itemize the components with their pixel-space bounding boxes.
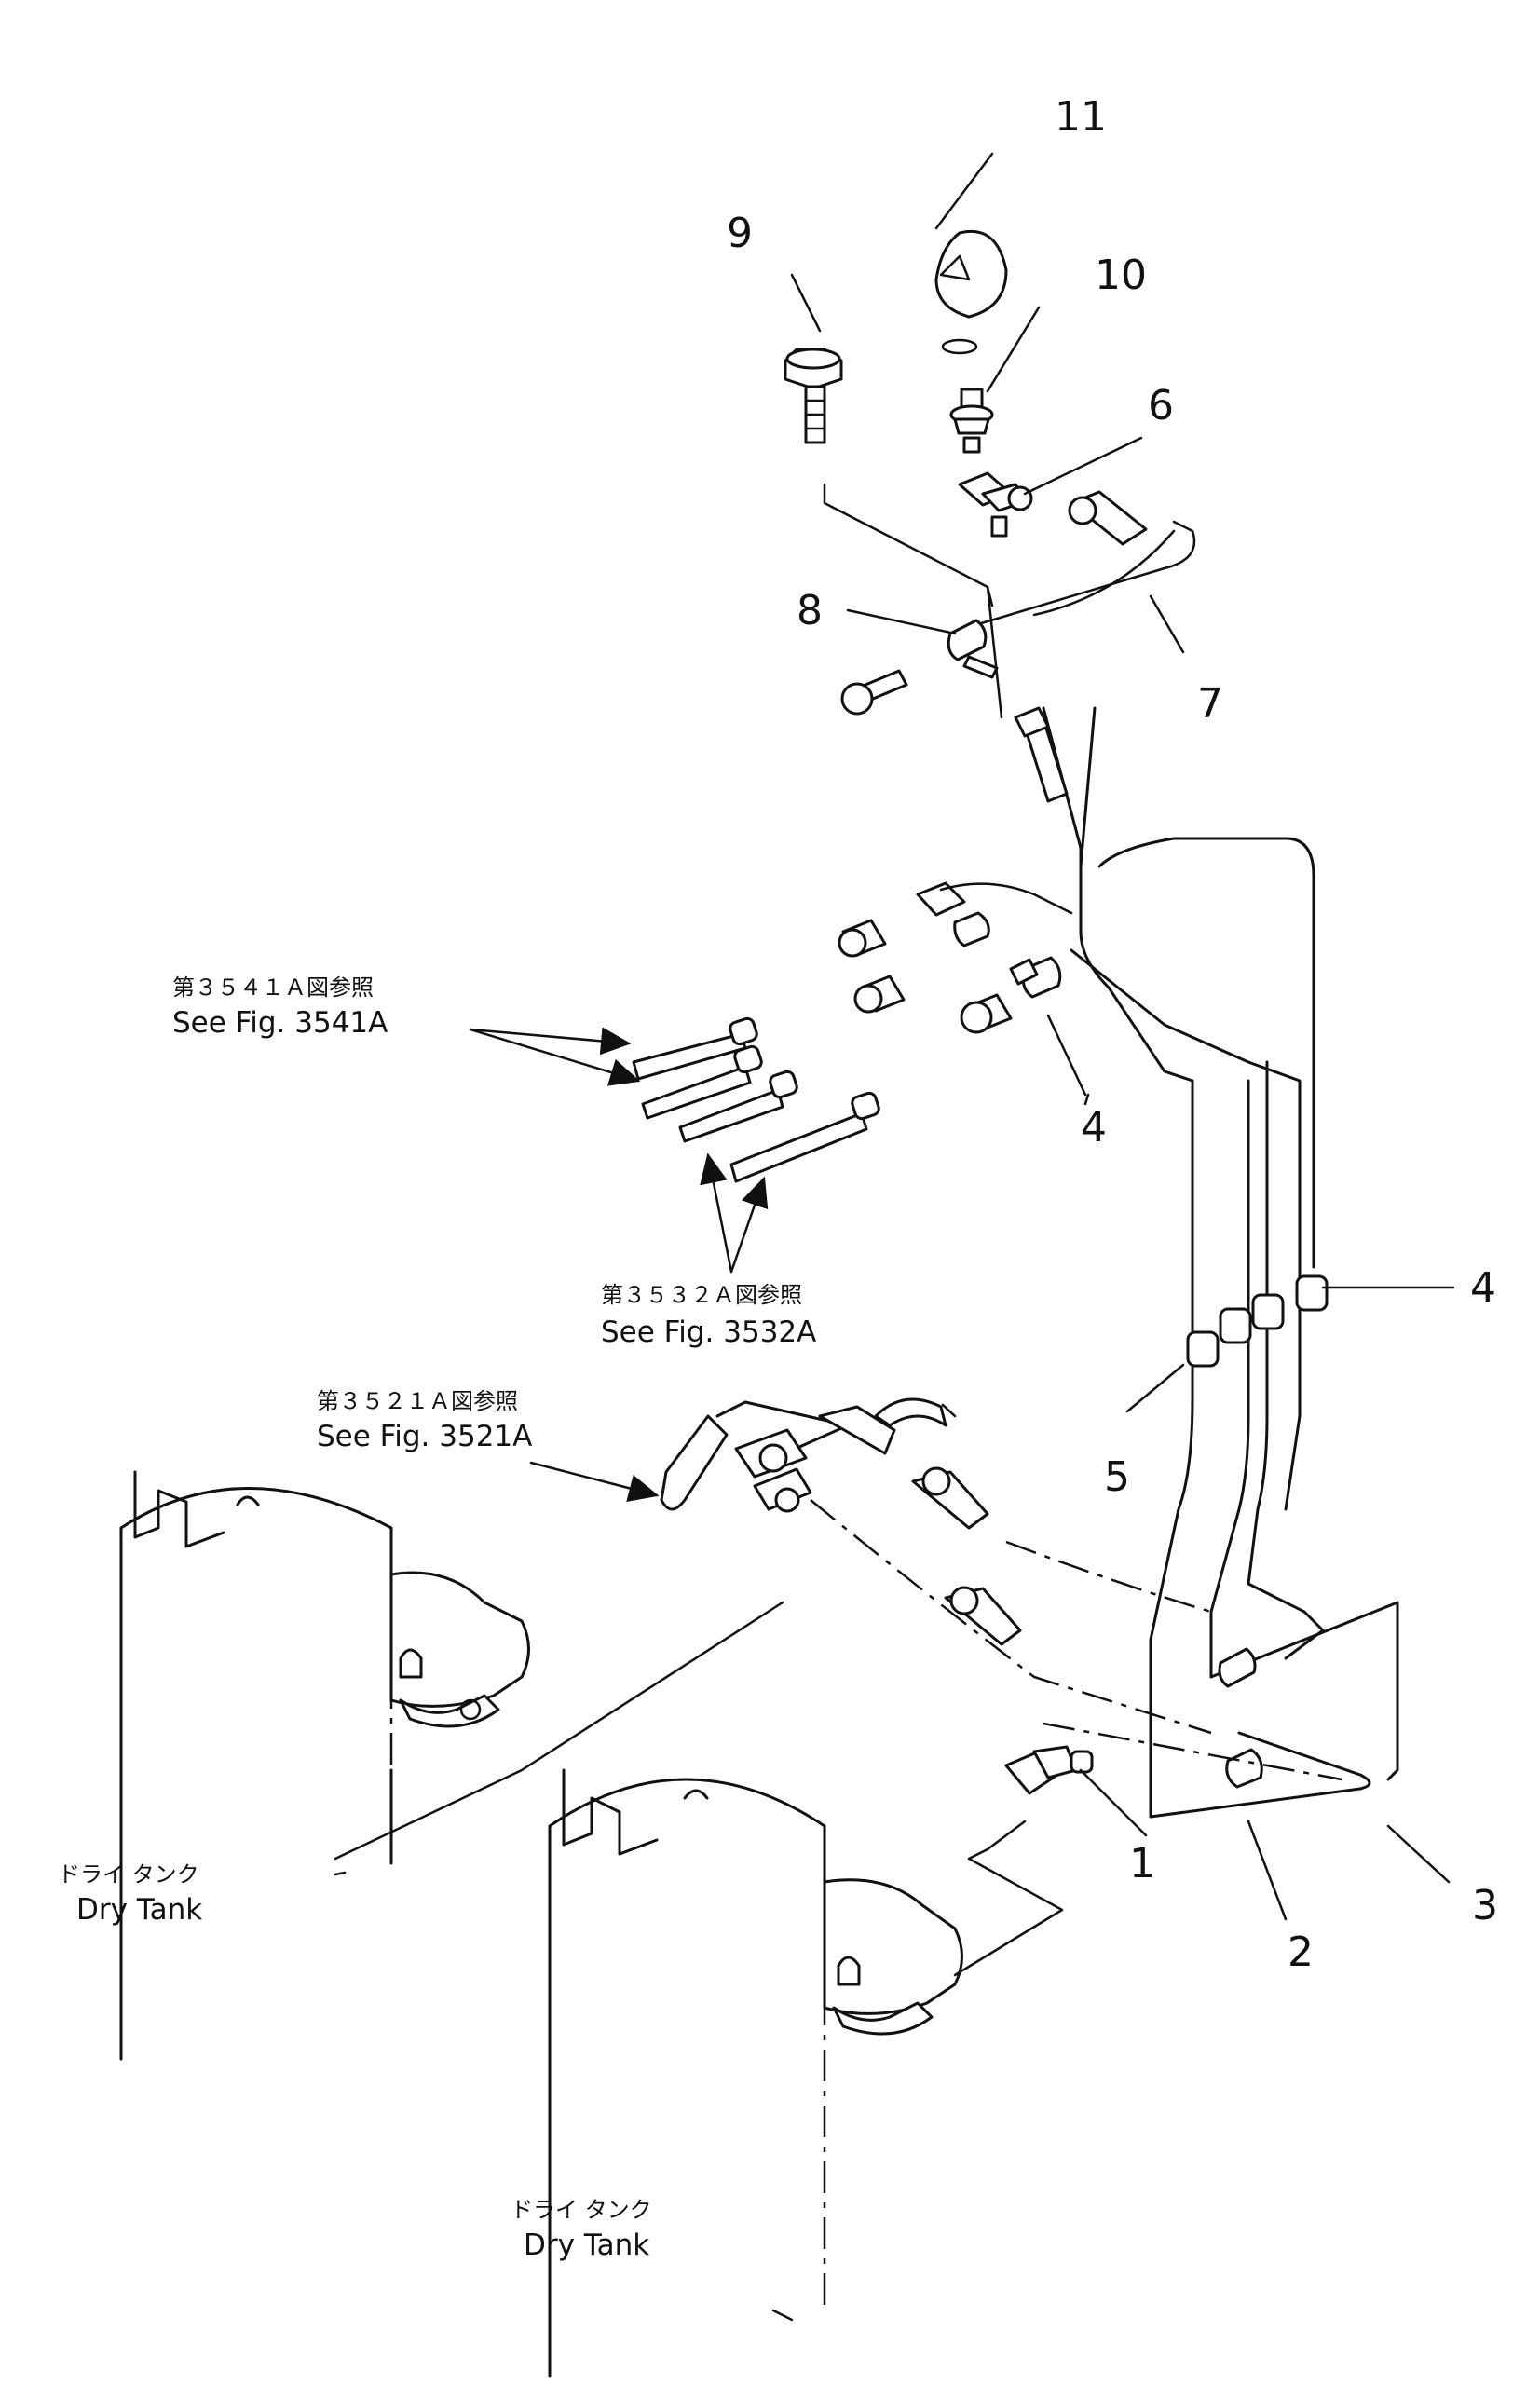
part-2-tube xyxy=(1149,1079,1371,1819)
part-3-tube xyxy=(1209,1060,1399,1781)
ref-3521-en: See Fig. 3521A xyxy=(317,1420,532,1453)
reference-arrows xyxy=(469,1027,769,1502)
callout-9: 9 xyxy=(727,210,753,257)
dry-tank-right xyxy=(548,1768,963,2378)
part-8-clamp xyxy=(947,619,999,679)
ref-3521-jp: 第３５２１Ａ図参照 xyxy=(317,1388,518,1414)
ref-3541-jp: 第３５４１Ａ図参照 xyxy=(172,975,374,1001)
dry-tank-left xyxy=(119,1470,530,2061)
ref-3541-en: See Fig. 3541A xyxy=(172,1006,388,1040)
tee-fitting-3521 xyxy=(660,1397,1342,1781)
callout-10: 10 xyxy=(1095,252,1147,299)
callout-6: 6 xyxy=(1148,382,1174,429)
tank-right-en: Dry Tank xyxy=(524,2229,649,2262)
callout-4-upper: 4 xyxy=(1081,1104,1107,1152)
part-11-cap xyxy=(934,229,1008,355)
part-5-clamp xyxy=(1186,1307,1252,1368)
callout-2: 2 xyxy=(1288,1929,1314,1976)
ref-3532-jp: 第３５３２Ａ図参照 xyxy=(601,1282,802,1308)
tank-left-jp: ドライ タンク xyxy=(58,1861,199,1888)
callout-1: 1 xyxy=(1129,1840,1155,1888)
callout-11: 11 xyxy=(1055,93,1107,141)
callout-3: 3 xyxy=(1472,1882,1498,1929)
callout-5: 5 xyxy=(1104,1453,1130,1501)
callout-leaders xyxy=(790,152,1455,1921)
ref-3532-en: See Fig. 3532A xyxy=(601,1315,816,1349)
part-10-switch xyxy=(949,388,994,454)
part-6-tee xyxy=(958,471,1148,546)
part-1-elbow xyxy=(1004,1745,1094,1795)
part-7-hose xyxy=(1032,529,1176,617)
part-4-clamp-upper xyxy=(1009,956,1062,999)
callout-7: 7 xyxy=(1197,680,1223,728)
reference-tubes xyxy=(632,1016,880,1183)
part-4-clamp-lower xyxy=(1251,1274,1329,1330)
upper-hoses xyxy=(823,483,1196,803)
tank-right-jp: ドライ タンク xyxy=(511,2197,652,2223)
part-9-bolt xyxy=(784,348,843,444)
fittings-middle xyxy=(838,881,1073,1034)
callout-8: 8 xyxy=(797,587,823,634)
tank-left-en: Dry Tank xyxy=(76,1893,202,1927)
callout-4-lower: 4 xyxy=(1470,1264,1496,1312)
